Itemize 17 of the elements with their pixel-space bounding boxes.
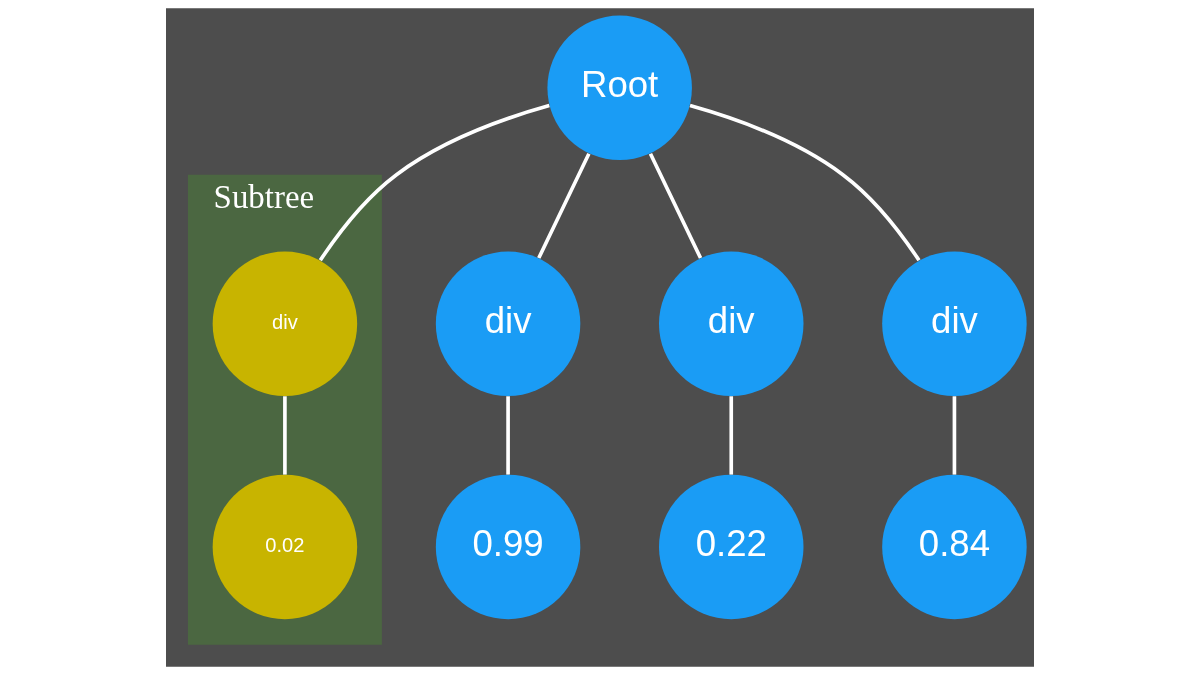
connector xyxy=(729,396,734,475)
node-circle: 0.99 xyxy=(435,474,581,620)
connector xyxy=(506,396,510,475)
connector xyxy=(318,103,550,262)
connector xyxy=(648,152,703,259)
node-circle: 0.84 xyxy=(882,474,1027,620)
node-circle: div xyxy=(882,251,1027,397)
node-circle: div xyxy=(435,251,581,397)
node-circle: div xyxy=(212,251,358,397)
connector xyxy=(689,103,921,262)
node-circle: 0.02 xyxy=(212,474,358,620)
connector xyxy=(952,396,957,475)
connector xyxy=(283,396,287,475)
node-circle: div xyxy=(659,251,804,397)
node-circle: 0.22 xyxy=(659,474,804,620)
connector xyxy=(537,152,591,259)
node-circle: Root xyxy=(547,15,692,161)
